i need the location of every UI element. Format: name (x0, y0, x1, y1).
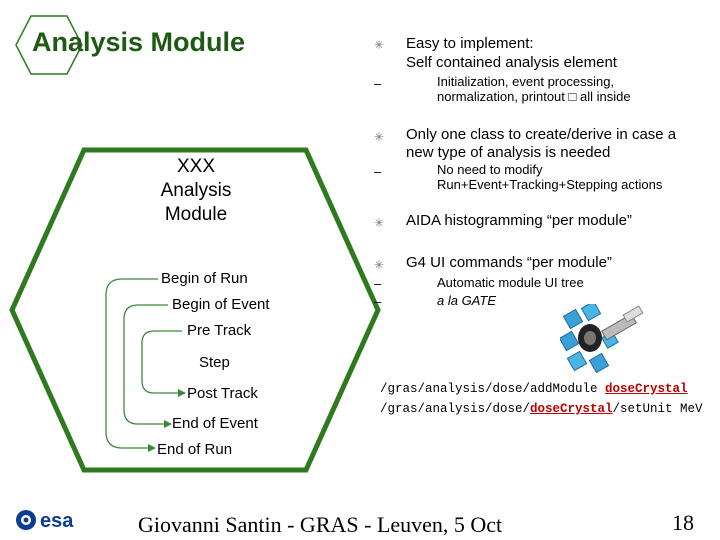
run-loop-arrow (105, 278, 158, 449)
bullet-4-sub-1: Automatic module UI tree (437, 275, 584, 290)
page-number: 18 (672, 510, 694, 535)
track-loop-arrow (141, 330, 182, 394)
stage-step: Step (199, 354, 230, 371)
bullet-2-sub-1: No need to modify Run+Event+Tracking+Ste… (437, 162, 663, 192)
stage-post-track: Post Track (187, 385, 258, 402)
module-title-line-3: Module (164, 204, 228, 225)
bullet-1-line-1: Easy to implement: (406, 35, 534, 52)
footer-text: Giovanni Santin - GRAS - Leuven, 5 Oct (138, 512, 503, 537)
bullet-4-line-1: G4 UI commands “per module” (406, 254, 612, 271)
dash-icon: – (374, 76, 382, 91)
event-loop-arrow (123, 304, 168, 425)
arrowhead-end-event (164, 420, 172, 428)
module-hexagon (9, 147, 381, 473)
arrowhead-post-track (178, 389, 186, 397)
module-title-line-1: XXX (176, 156, 216, 177)
ui-command-add-module: /gras/analysis/dose/addModule doseCrysta… (380, 382, 688, 396)
bullet-star-icon: ✳ (374, 38, 385, 52)
esa-logo: esa (16, 510, 74, 532)
dash-icon: – (374, 294, 382, 309)
stage-pre-track: Pre Track (187, 322, 252, 339)
bullet-star-icon: ✳ (374, 130, 385, 144)
bullet-1-line-2: Self contained analysis element (406, 54, 617, 71)
dash-icon: – (374, 276, 382, 291)
bullet-4-sub-2: a la GATE (437, 293, 497, 308)
page-title: Analysis Module (32, 27, 246, 57)
stage-begin-event: Begin of Event (172, 296, 270, 313)
svg-text:esa: esa (40, 510, 74, 532)
stage-end-run: End of Run (157, 441, 233, 458)
stage-end-event: End of Event (172, 415, 258, 432)
dash-icon: – (374, 164, 382, 179)
module-title-line-2: Analysis (160, 180, 232, 201)
title-hexagon-outline (15, 15, 83, 75)
ui-command-set-unit: /gras/analysis/dose/doseCrystal/setUnit … (380, 402, 703, 416)
bullet-3-line-1: AIDA histogramming “per module” (406, 212, 632, 229)
bullet-2-line-1: Only one class to create/derive in case … (406, 126, 677, 161)
stage-begin-run: Begin of Run (161, 270, 248, 287)
bullet-1-sub-1: Initialization, event processing, normal… (437, 74, 631, 104)
crystal-detector-image (560, 304, 644, 374)
bullet-star-icon: ✳ (374, 258, 385, 272)
bullet-star-icon: ✳ (374, 216, 385, 230)
arrowhead-end-run (148, 444, 156, 452)
